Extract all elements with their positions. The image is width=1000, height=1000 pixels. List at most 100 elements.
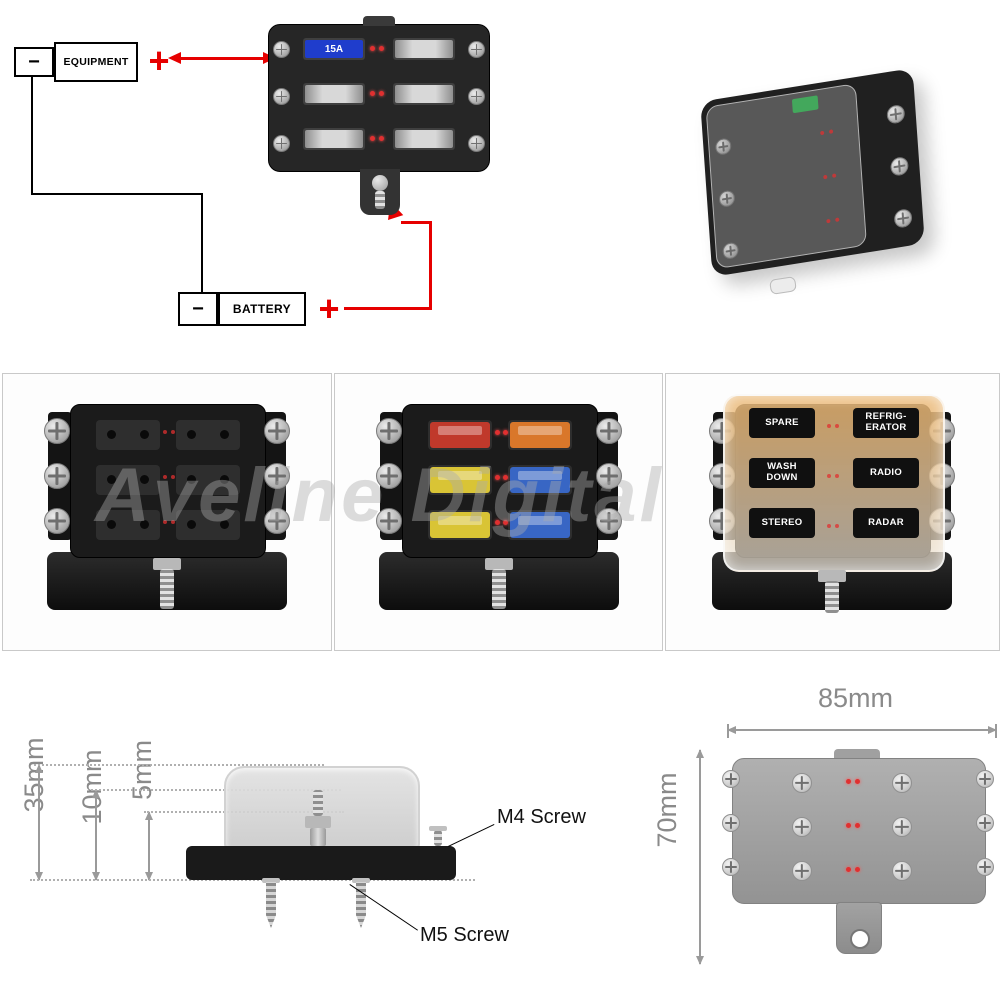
front-view-top-tab xyxy=(834,749,880,759)
fuse-slot xyxy=(96,465,160,495)
stud-nut xyxy=(305,816,331,828)
fuse-slot xyxy=(508,420,572,450)
fuse-box-body xyxy=(70,404,266,558)
terminal-screw-icon xyxy=(596,508,622,534)
terminal-screw-icon xyxy=(722,858,740,876)
terminal-screw-icon xyxy=(889,155,909,177)
led-indicator xyxy=(835,424,839,428)
positive-wire-to-stud xyxy=(401,221,432,224)
stud-nut xyxy=(818,570,846,582)
circuit-label-text: RADIO xyxy=(869,466,903,478)
stud-spacer xyxy=(310,828,326,846)
fuse-slot xyxy=(303,83,365,105)
dimension-label-85mm: 85mm xyxy=(818,683,894,713)
terminal-screw-icon xyxy=(596,463,622,489)
terminal-screw-icon xyxy=(273,135,290,152)
terminal-screw-icon xyxy=(886,103,906,125)
front-view-dimensions: 85mm 70mm xyxy=(650,678,1000,1000)
led-indicator xyxy=(379,136,384,141)
terminal-screw-icon xyxy=(264,463,290,489)
m5-mounting-screw xyxy=(356,882,366,928)
battery-box: BATTERY xyxy=(218,292,306,326)
circuit-label-refrigerator: REFRIG-ERATOR xyxy=(853,408,919,438)
circuit-label-text: RADAR xyxy=(868,516,904,528)
blade-fuse-yellow xyxy=(430,512,490,538)
side-view-base xyxy=(186,846,456,880)
fuse-slot xyxy=(393,128,455,150)
fuse-slot xyxy=(176,465,240,495)
led-indicator xyxy=(855,823,860,828)
led-indicator xyxy=(846,779,851,784)
power-stud xyxy=(825,581,839,613)
circuit-label-text: DOWN xyxy=(766,472,798,483)
circuit-label-text: WASH xyxy=(767,461,797,473)
circuit-label-spare: SPARE xyxy=(749,408,815,438)
fuse-slot xyxy=(176,510,240,540)
led-indicator xyxy=(835,524,839,528)
terminal-screw-icon xyxy=(44,463,70,489)
led-indicator xyxy=(827,424,831,428)
dimension-tick xyxy=(995,724,997,738)
m4-screw-label: M4 Screw xyxy=(497,806,586,828)
stud-hole xyxy=(850,929,870,949)
dimension-label-10mm: 10mm xyxy=(77,749,107,825)
terminal-screw-icon xyxy=(722,770,740,788)
stud-nut xyxy=(485,558,513,570)
fuse-clamp-screw-icon xyxy=(792,773,812,793)
circuit-label-text: REFRIG- xyxy=(865,411,907,423)
reference-line xyxy=(34,764,324,766)
circuit-label-radar: RADAR xyxy=(853,508,919,538)
led-indicator xyxy=(171,475,175,479)
dimension-line-70mm xyxy=(696,749,704,965)
equipment-positive-terminal: + xyxy=(148,40,170,81)
led-indicator xyxy=(163,430,167,434)
led-indicator xyxy=(846,823,851,828)
reference-line xyxy=(91,789,341,791)
fuse-slot xyxy=(508,465,572,495)
fuse-box-illustration: 15A xyxy=(268,16,490,172)
terminal-screw-icon xyxy=(976,814,994,832)
dimension-line-85mm xyxy=(727,724,997,738)
fuse-slot xyxy=(96,510,160,540)
blade-fuse xyxy=(395,85,453,103)
fuse-slot xyxy=(508,510,572,540)
terminal-screw-icon xyxy=(44,418,70,444)
equipment-negative-terminal: − xyxy=(14,47,54,77)
m5-screw-label: M5 Screw xyxy=(420,924,509,946)
dimension-label-35mm: 35mm xyxy=(19,737,49,813)
led-indicator xyxy=(163,520,167,524)
led-indicator xyxy=(827,474,831,478)
terminal-screw-icon xyxy=(976,858,994,876)
fuse-clamp-screw-icon xyxy=(892,861,912,881)
power-stud xyxy=(160,569,174,609)
power-stud xyxy=(492,569,506,609)
dimension-tick xyxy=(727,724,729,738)
led-indicator xyxy=(370,46,375,51)
circuit-label-text: SPARE xyxy=(765,416,799,428)
terminal-screw-icon xyxy=(44,508,70,534)
fuse-slot xyxy=(176,420,240,450)
blade-fuse xyxy=(395,130,453,148)
isometric-product-view xyxy=(690,50,950,335)
blade-fuse-red xyxy=(430,422,490,448)
terminal-screw-icon xyxy=(273,88,290,105)
led-indicator xyxy=(846,867,851,872)
blade-fuse-yellow xyxy=(430,467,490,493)
circuit-label-stereo: STEREO xyxy=(749,508,815,538)
product-photo-bare xyxy=(2,373,332,651)
blade-fuse-blue xyxy=(510,467,570,493)
positive-wire-to-equipment xyxy=(180,57,264,60)
m5-screw-head xyxy=(262,878,280,883)
iso-transparent-cover xyxy=(705,83,868,270)
terminal-screw-icon xyxy=(893,207,913,229)
fuse-slot xyxy=(393,83,455,105)
negative-wire-horizontal xyxy=(31,193,203,195)
fuse-slot xyxy=(96,420,160,450)
circuit-label-radio: RADIO xyxy=(853,458,919,488)
circuit-label-text: STEREO xyxy=(761,516,803,528)
led-indicator xyxy=(171,520,175,524)
terminal-screw-icon xyxy=(273,41,290,58)
fuse-slot xyxy=(393,38,455,60)
